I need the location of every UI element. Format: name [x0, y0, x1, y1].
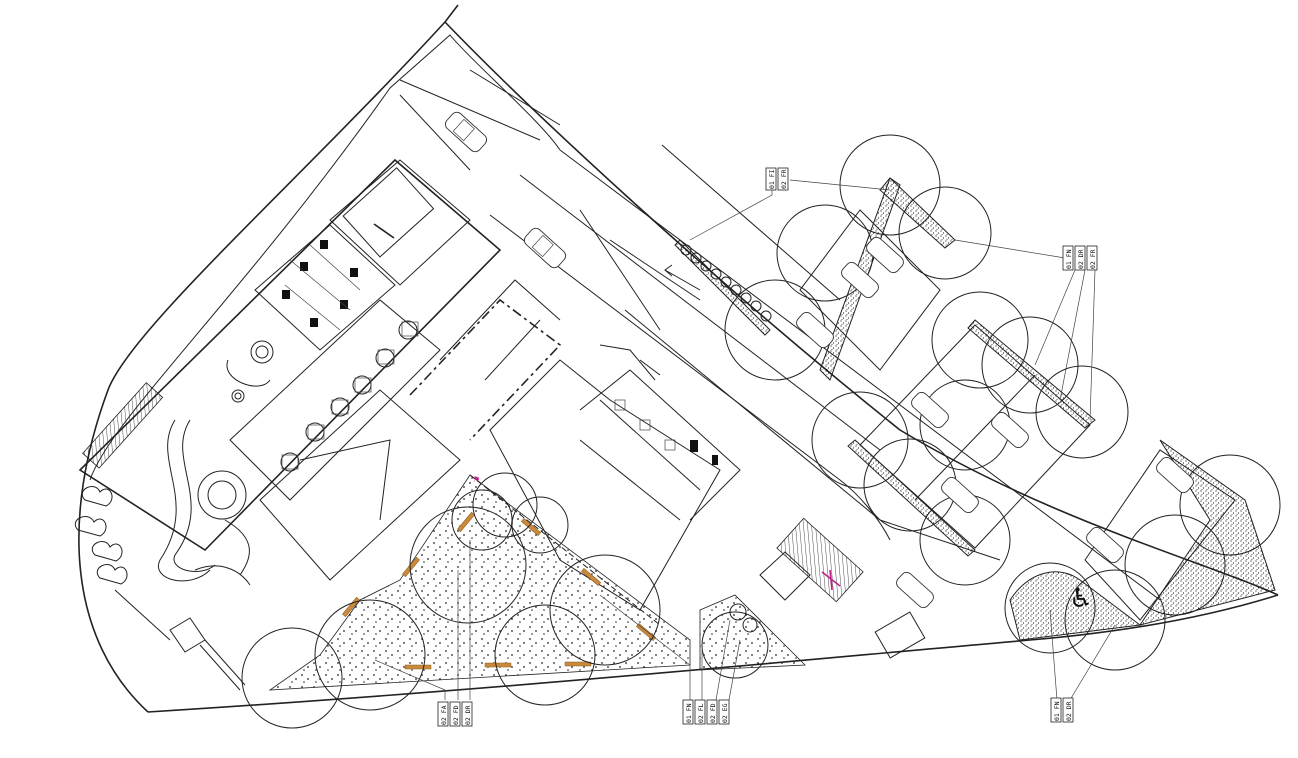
- entrance-gate: [114, 589, 246, 691]
- parking-central: [811, 316, 1129, 586]
- svg-text:⚑: ⚑: [474, 475, 479, 485]
- seating-row: [280, 320, 419, 472]
- shrubs-west: [74, 486, 128, 585]
- playground-path: [157, 419, 251, 586]
- car-icon: [523, 227, 567, 269]
- car-icon: [841, 261, 879, 299]
- cars: [444, 111, 1194, 609]
- pool-feature: [226, 340, 274, 403]
- car-icon: [991, 411, 1029, 449]
- car-icon: [866, 236, 904, 274]
- car-icon: [796, 311, 834, 349]
- car-icon: [444, 111, 488, 153]
- tag-label: 01 FI: [768, 169, 776, 189]
- car-icon: [896, 571, 934, 609]
- tag-label: 02 DR: [1077, 249, 1085, 269]
- tag-label: 02 FD: [452, 705, 460, 725]
- courtyard-trees: [241, 472, 769, 729]
- tag-label: 01 FN: [685, 703, 693, 723]
- benches: [342, 511, 657, 670]
- tag-label: 02 FR: [1089, 249, 1097, 269]
- car-icon: [941, 476, 979, 514]
- parking-north: [674, 134, 1029, 389]
- tag-label: 02 DR: [1065, 701, 1073, 721]
- car-icon: [1156, 456, 1194, 494]
- tag-label: 02 FR: [780, 169, 788, 189]
- tag-2: 01 FN 02 DR 02 FR: [1062, 245, 1098, 271]
- tag-label: 02 FL: [697, 703, 705, 723]
- tag-label: 02 EG: [721, 703, 729, 723]
- tag-3: 02 FA 02 FD 02 DR: [437, 701, 473, 727]
- tag-label: 01 FN: [1065, 249, 1073, 269]
- tag-label: 02 FA: [440, 705, 448, 725]
- building-footprint: [74, 158, 502, 586]
- tag-1: 01 FI 02 FR: [765, 167, 789, 191]
- furniture-cluster: [282, 240, 361, 331]
- accessible-parking-icon: ♿: [1072, 580, 1090, 615]
- tag-label: 01 FN: [1053, 701, 1061, 721]
- car-icon: [1086, 526, 1124, 564]
- leader-lines: [374, 179, 1116, 701]
- parking-south: ♿: [1004, 439, 1281, 671]
- landscape-courtyard: ⚑: [241, 472, 806, 729]
- trees-south: [1004, 454, 1281, 671]
- stair-block: [759, 517, 926, 659]
- tag-label: 02 DR: [464, 705, 472, 725]
- pebble-row: [680, 244, 772, 322]
- tag-label: 02 FD: [709, 703, 717, 723]
- car-icon: [911, 391, 949, 429]
- tag-4: 01 FN 02 FL 02 FD 02 EG: [682, 699, 730, 725]
- tag-5: 01 FN 02 DR: [1050, 697, 1074, 723]
- roadway: [399, 69, 1161, 601]
